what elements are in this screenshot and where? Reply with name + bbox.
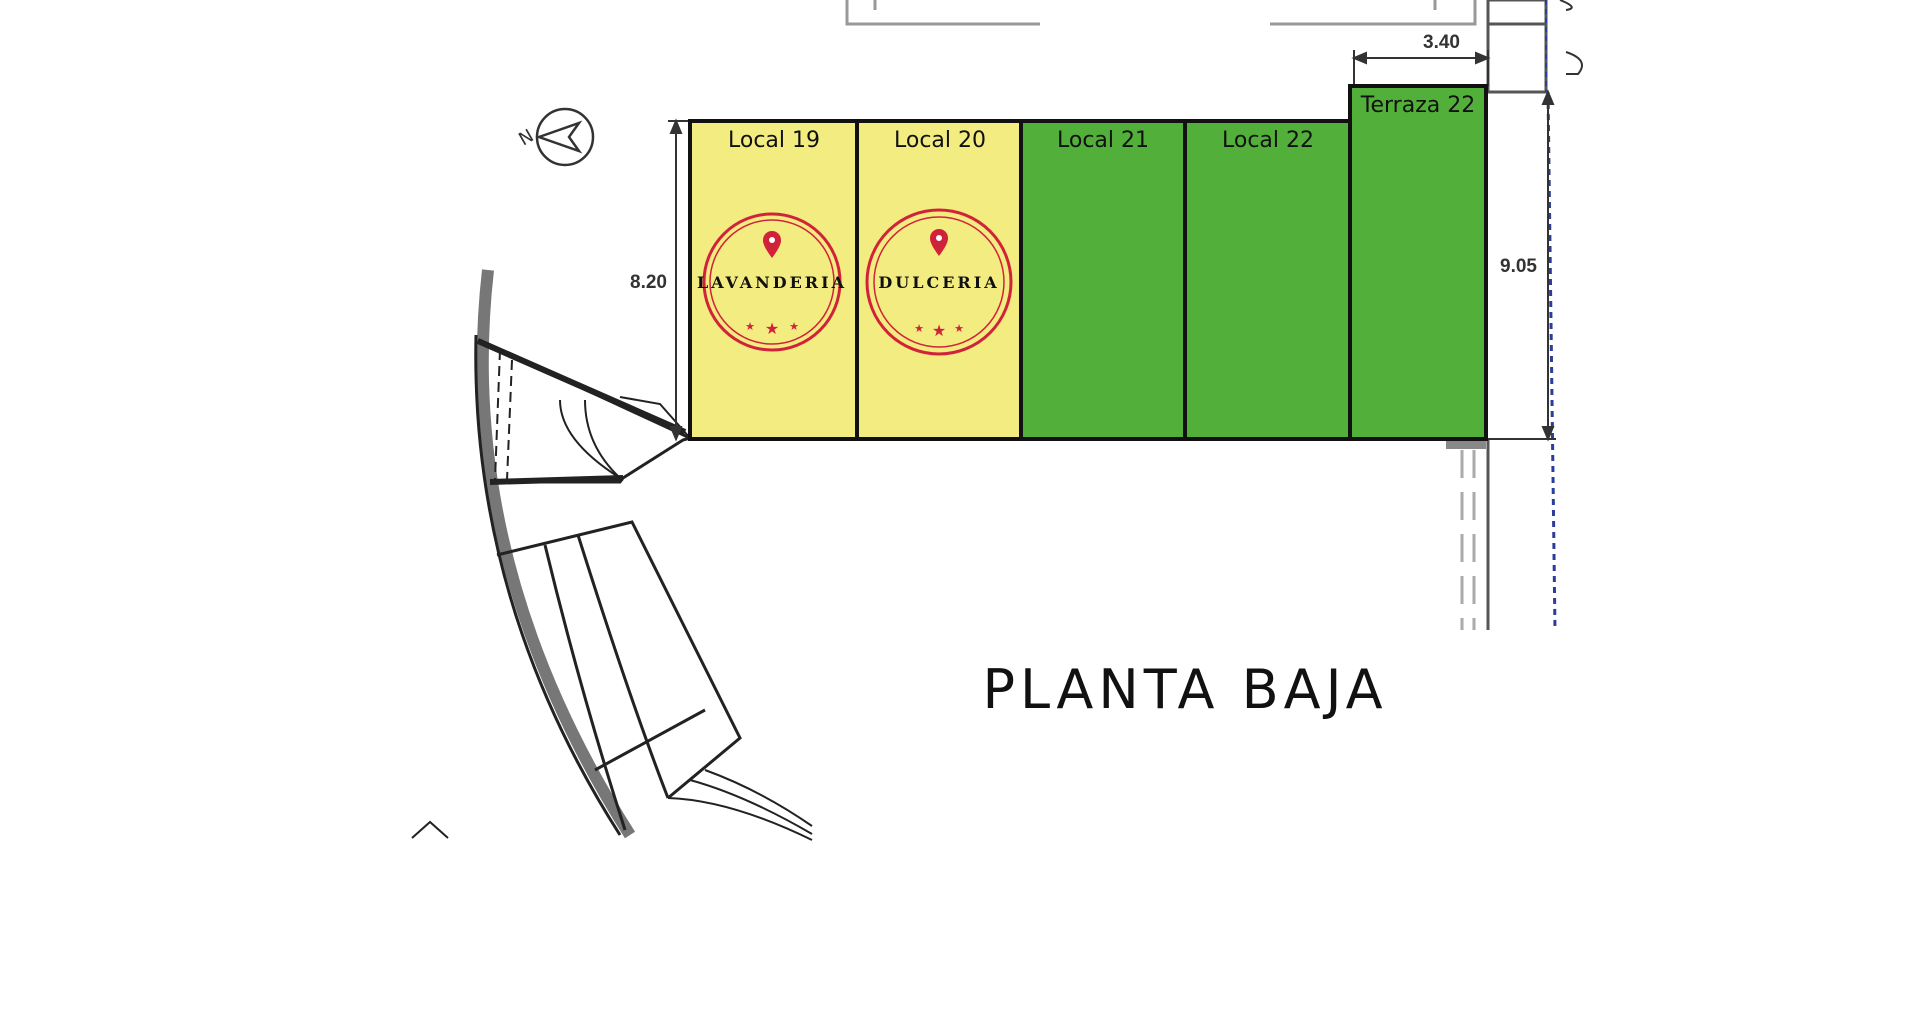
svg-text:N: N	[515, 125, 537, 150]
stamp-text-dulceria: DULCERIA	[878, 273, 999, 292]
svg-text:★: ★	[745, 321, 755, 333]
map-pin-icon	[763, 231, 781, 258]
svg-text:★: ★	[954, 323, 964, 335]
star-icon: ★ ★ ★	[914, 323, 964, 340]
dimension-terrace-width: 3.40	[1423, 32, 1460, 53]
unit-local-20[interactable]	[855, 119, 1023, 441]
units-group	[688, 84, 1488, 441]
unit-label-local-20: Local 20	[894, 128, 986, 153]
stamp-dulceria: DULCERIA ★ ★ ★	[865, 208, 1013, 356]
unit-terraza-22[interactable]	[1348, 84, 1488, 441]
svg-text:★: ★	[765, 321, 779, 338]
svg-text:★: ★	[789, 321, 799, 333]
dimension-lines	[668, 50, 1556, 442]
svg-text:★: ★	[932, 323, 946, 340]
unit-label-local-19: Local 19	[728, 128, 820, 153]
unit-local-19[interactable]	[688, 119, 859, 441]
unit-label-terraza-22: Terraza 22	[1360, 93, 1475, 118]
svg-text:★: ★	[914, 323, 924, 335]
unit-local-22[interactable]	[1183, 119, 1352, 441]
plan-title: PLANTA BAJA	[982, 658, 1387, 721]
dimension-depth-left: 8.20	[630, 272, 667, 293]
star-icon: ★ ★ ★	[745, 321, 799, 338]
dimension-depth-right: 9.05	[1500, 256, 1537, 277]
map-pin-icon	[930, 229, 948, 256]
stamp-text-lavanderia: LAVANDERIA	[697, 273, 847, 292]
unit-label-local-21: Local 21	[1057, 128, 1149, 153]
unit-local-21[interactable]	[1019, 119, 1187, 441]
north-arrow-icon: N	[515, 107, 595, 167]
stamp-lavanderia: LAVANDERIA ★ ★ ★	[697, 212, 847, 352]
unit-label-local-22: Local 22	[1222, 128, 1314, 153]
curved-stair-structure	[411, 269, 813, 841]
background-structure-top	[845, 0, 1477, 26]
